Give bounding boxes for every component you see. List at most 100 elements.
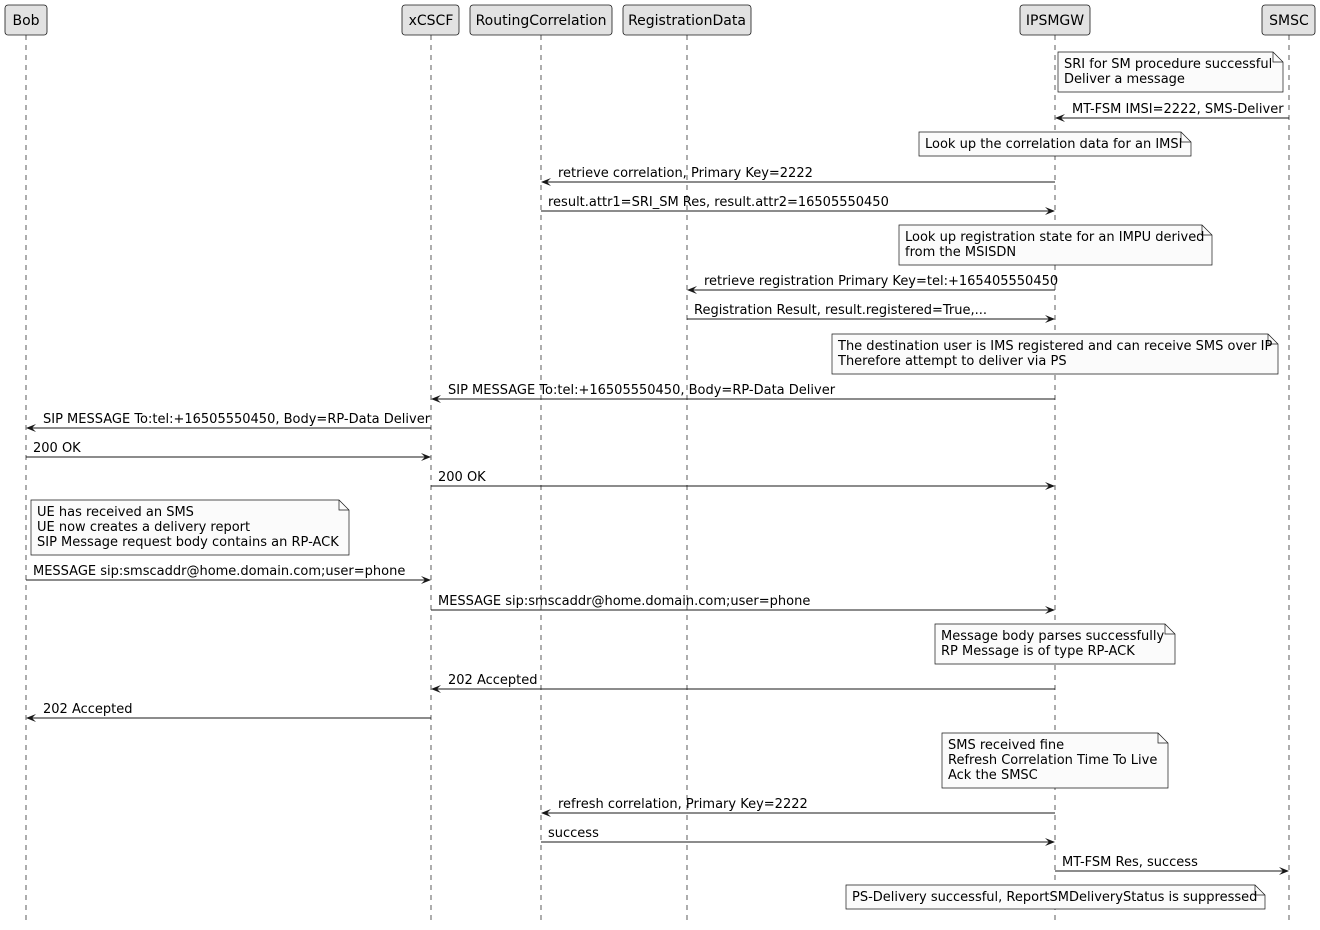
note-fold-icon — [1164, 624, 1175, 635]
arrow-head-icon — [26, 424, 36, 432]
participant-box — [1261, 4, 1316, 36]
participant-ipsmgw: IPSMGW — [1019, 4, 1091, 36]
message-label: Registration Result, result.registered=T… — [694, 303, 987, 318]
message-label: 200 OK — [33, 441, 81, 456]
message: SIP MESSAGE To:tel:+16505550450, Body=RP… — [26, 412, 431, 432]
note-line: SRI for SM procedure successful — [1064, 57, 1272, 72]
note-line: Look up the correlation data for an IMSI — [925, 137, 1182, 152]
message-label: 202 Accepted — [43, 702, 133, 717]
note-line: The destination user is IMS registered a… — [837, 339, 1272, 354]
arrow-head-icon — [1045, 482, 1055, 490]
note-line: Therefore attempt to deliver via PS — [837, 354, 1067, 369]
note-box — [941, 732, 1169, 789]
note: PS-Delivery successful, ReportSMDelivery… — [845, 884, 1266, 910]
arrow-head-icon — [421, 576, 431, 584]
message: MESSAGE sip:smscaddr@home.domain.com;use… — [26, 564, 431, 584]
note-line: Deliver a message — [1064, 72, 1185, 87]
participant-label: Bob — [12, 13, 39, 29]
note-line: UE has received an SMS — [37, 505, 194, 520]
arrow-head-icon — [1045, 207, 1055, 215]
note-line: UE now creates a delivery report — [37, 520, 250, 535]
participant-label: IPSMGW — [1026, 13, 1084, 29]
arrow-head-icon — [421, 453, 431, 461]
participant-label: xCSCF — [409, 13, 454, 29]
note-line: Look up registration state for an IMPU d… — [905, 230, 1204, 245]
arrow-head-icon — [1279, 867, 1289, 875]
lifelines — [25, 35, 1290, 922]
message: MESSAGE sip:smscaddr@home.domain.com;use… — [431, 594, 1055, 614]
note-line: Refresh Correlation Time To Live — [948, 753, 1157, 768]
message-label: success — [548, 826, 599, 841]
note-line: Message body parses successfully — [941, 629, 1165, 644]
message: SIP MESSAGE To:tel:+16505550450, Body=RP… — [431, 383, 1055, 403]
note-fold-icon — [1267, 334, 1278, 345]
message-label: refresh correlation, Primary Key=2222 — [558, 797, 808, 812]
note-box — [1057, 51, 1284, 93]
message: success — [541, 826, 1055, 846]
participant-box — [469, 4, 613, 36]
message: MT-FSM Res, success — [1055, 855, 1289, 875]
message: 202 Accepted — [431, 673, 1055, 693]
participant-bob: Bob — [4, 4, 48, 36]
message-label: SIP MESSAGE To:tel:+16505550450, Body=RP… — [43, 412, 431, 427]
message: MT-FSM IMSI=2222, SMS-Deliver — [1055, 102, 1289, 122]
note: Look up registration state for an IMPU d… — [898, 224, 1213, 266]
note-box — [30, 499, 350, 556]
note-line: PS-Delivery successful, ReportSMDelivery… — [852, 890, 1257, 905]
message: Registration Result, result.registered=T… — [687, 303, 1055, 323]
message-label: 200 OK — [438, 470, 486, 485]
participant-rd: RegistrationData — [622, 4, 752, 36]
message: refresh correlation, Primary Key=2222 — [541, 797, 1055, 817]
message: retrieve registration Primary Key=tel:+1… — [687, 274, 1058, 294]
arrow-head-icon — [1045, 606, 1055, 614]
note-fold-icon — [1272, 52, 1283, 63]
arrow-head-icon — [541, 178, 551, 186]
arrow-head-icon — [1055, 114, 1065, 122]
message-label: retrieve registration Primary Key=tel:+1… — [704, 274, 1058, 289]
message: result.attr1=SRI_SM Res, result.attr2=16… — [541, 195, 1055, 215]
arrow-head-icon — [431, 395, 441, 403]
message-label: MT-FSM Res, success — [1062, 855, 1198, 870]
note: Look up the correlation data for an IMSI — [918, 131, 1192, 157]
message-label: retrieve correlation, Primary Key=2222 — [558, 166, 813, 181]
participant-xcscf: xCSCF — [401, 4, 460, 36]
message: 200 OK — [26, 441, 431, 461]
participant-box — [1019, 4, 1091, 36]
message: 200 OK — [431, 470, 1055, 490]
note-fold-icon — [1180, 132, 1191, 143]
arrow-head-icon — [431, 685, 441, 693]
arrow-head-icon — [1045, 315, 1055, 323]
note-fold-icon — [338, 500, 349, 511]
message-label: MT-FSM IMSI=2222, SMS-Deliver — [1072, 102, 1284, 117]
note-fold-icon — [1254, 885, 1265, 896]
participant-label: SMSC — [1269, 13, 1309, 29]
participant-box — [401, 4, 460, 36]
message-label: SIP MESSAGE To:tel:+16505550450, Body=RP… — [448, 383, 836, 398]
arrow-head-icon — [1045, 838, 1055, 846]
message-label: result.attr1=SRI_SM Res, result.attr2=16… — [548, 195, 889, 210]
note: The destination user is IMS registered a… — [831, 333, 1279, 375]
message-label: MESSAGE sip:smscaddr@home.domain.com;use… — [438, 594, 810, 609]
note-box — [831, 333, 1279, 375]
note-line: Ack the SMSC — [948, 768, 1038, 783]
note-line: from the MSISDN — [905, 245, 1016, 260]
participant-smsc: SMSC — [1261, 4, 1316, 36]
note-line: SMS received fine — [948, 738, 1064, 753]
note-line: SIP Message request body contains an RP-… — [37, 535, 339, 550]
message: 202 Accepted — [26, 702, 431, 722]
message-label: MESSAGE sip:smscaddr@home.domain.com;use… — [33, 564, 405, 579]
arrow-head-icon — [26, 714, 36, 722]
arrow-head-icon — [541, 809, 551, 817]
message: retrieve correlation, Primary Key=2222 — [541, 166, 1055, 186]
note-fold-icon — [1157, 733, 1168, 744]
note-box — [898, 224, 1213, 266]
note-box — [934, 623, 1176, 665]
arrow-head-icon — [687, 286, 697, 294]
